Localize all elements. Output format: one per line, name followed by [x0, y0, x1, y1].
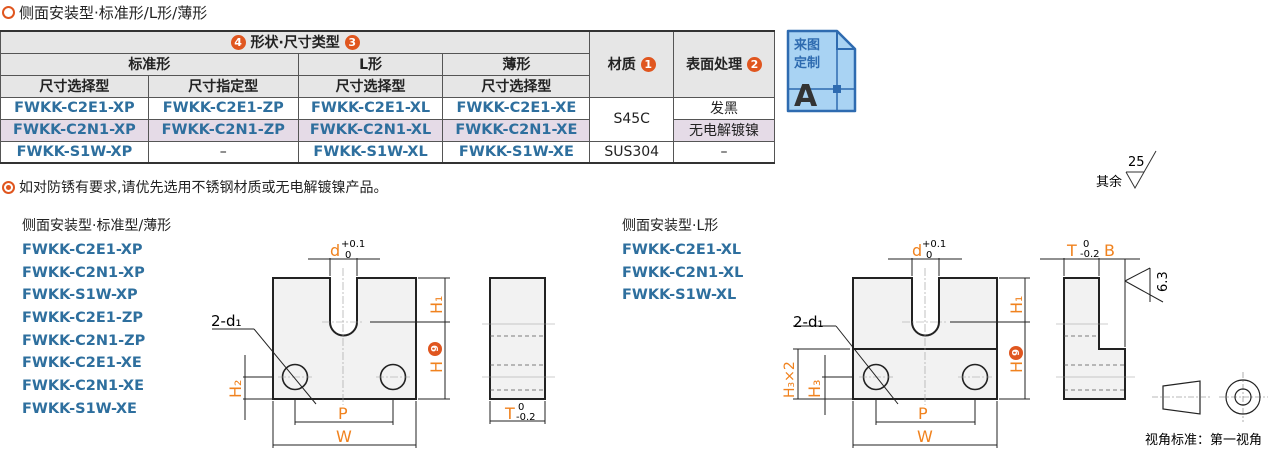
- list-item[interactable]: FWKK-S1W-XP: [22, 287, 138, 304]
- dim-w: W: [917, 427, 933, 446]
- dim-h3: H₃: [805, 380, 824, 398]
- material-header: 材质: [607, 57, 636, 74]
- tol-lower: 0: [926, 250, 932, 261]
- part-number: –: [147, 140, 299, 164]
- material-value: SUS304: [589, 140, 675, 164]
- tol-upper: +0.1: [922, 239, 946, 250]
- tol-lower: -0.2: [1080, 249, 1100, 260]
- tol-lower: -0.2: [516, 412, 536, 423]
- surface-roughness-symbol: 其余 25: [1096, 150, 1157, 190]
- badge-1: 1: [640, 57, 656, 73]
- surface-value: –: [673, 140, 775, 164]
- badge-6: 6: [1009, 349, 1020, 356]
- size-header: 尺寸选择型: [0, 74, 149, 98]
- tol-lower: 0: [345, 250, 351, 261]
- list-item[interactable]: FWKK-S1W-XE: [22, 400, 137, 417]
- dim-p: P: [918, 404, 928, 423]
- badge-2: 2: [746, 57, 762, 73]
- dim-t: T: [504, 404, 515, 423]
- view-standard: 视角标准：第一视角: [1145, 433, 1262, 448]
- badge-4: 4: [230, 35, 246, 51]
- surface-header: 表面处理: [686, 57, 743, 74]
- dim-h: H: [427, 361, 446, 373]
- badge-3: 3: [344, 35, 360, 51]
- roughness-label: 其余: [1096, 174, 1122, 190]
- surface-value: 发黑: [673, 96, 775, 120]
- left-title: 侧面安装型·标准型/薄形: [22, 218, 172, 234]
- right-part-list: FWKK-C2E1-XL FWKK-C2N1-XL FWKK-S1W-XL: [622, 242, 743, 310]
- material-value: S45C: [589, 96, 675, 142]
- part-number[interactable]: FWKK-C2E1-ZP: [147, 96, 299, 120]
- tol-upper: 0: [518, 402, 524, 413]
- list-item[interactable]: FWKK-C2N1-ZP: [22, 332, 146, 349]
- l-shape-side-view: [1063, 277, 1126, 400]
- custom-drawing-badge[interactable]: 来图 定制 A: [785, 29, 859, 115]
- dim-w: W: [336, 427, 352, 446]
- part-number[interactable]: FWKK-S1W-XL: [297, 140, 444, 164]
- part-number[interactable]: FWKK-S1W-XP: [0, 140, 149, 164]
- standard-front-view: [272, 277, 417, 400]
- left-part-list: FWKK-C2E1-XP FWKK-C2N1-XP FWKK-S1W-XP FWKK-…: [22, 242, 145, 424]
- list-item[interactable]: FWKK-C2E1-XE: [22, 355, 142, 372]
- dim-b: B: [1104, 241, 1115, 260]
- roughness-value: 25: [1128, 155, 1145, 170]
- part-number[interactable]: FWKK-C2E1-XE: [442, 96, 591, 120]
- right-title: 侧面安装型·L形: [622, 218, 719, 234]
- dim-hole: 2-d₁: [211, 312, 242, 330]
- part-number[interactable]: FWKK-C2N1-ZP: [147, 118, 299, 142]
- roughness-6-3: 6.3: [1156, 271, 1171, 292]
- dim-h1: H₁: [427, 296, 446, 314]
- badge-text: 定制: [793, 55, 820, 71]
- badge-letter: A: [794, 79, 818, 114]
- tol-upper: 0: [1083, 239, 1089, 250]
- tol-upper: +0.1: [341, 239, 365, 250]
- part-number[interactable]: FWKK-C2N1-XE: [442, 118, 591, 142]
- first-angle-projection-icon: [1162, 380, 1201, 415]
- dim-p: P: [338, 404, 348, 423]
- dim-h1: H₁: [1007, 296, 1026, 314]
- dim-d: d: [912, 241, 922, 260]
- group-header: 形状·尺寸类型: [250, 35, 340, 52]
- part-number[interactable]: FWKK-C2E1-XP: [0, 96, 149, 120]
- list-item[interactable]: FWKK-C2N1-XL: [622, 264, 744, 281]
- circle-bullet-icon: [2, 6, 15, 19]
- list-item[interactable]: FWKK-S1W-XL: [622, 287, 737, 304]
- shape-standard: 标准形: [0, 52, 299, 76]
- shape-thin: 薄形: [442, 52, 591, 76]
- list-item[interactable]: FWKK-C2E1-ZP: [22, 310, 144, 327]
- list-item[interactable]: FWKK-C2E1-XL: [622, 242, 742, 258]
- list-item[interactable]: FWKK-C2N1-XP: [22, 264, 145, 281]
- surface-value: 无电解镀镍: [673, 118, 775, 142]
- list-item[interactable]: FWKK-C2E1-XP: [22, 242, 143, 258]
- dim-h3x2: H₃×2: [782, 361, 798, 398]
- dim-h2: H₂: [226, 380, 245, 398]
- badge-6: 6: [428, 345, 439, 352]
- section-heading: 侧面安装型·标准形/L形/薄形: [2, 2, 207, 23]
- target-bullet-icon: [2, 180, 15, 194]
- dim-h: H: [1007, 361, 1026, 373]
- dim-t: T: [1066, 241, 1077, 260]
- standard-side-view: [489, 277, 546, 400]
- part-number[interactable]: FWKK-S1W-XE: [442, 140, 591, 164]
- badge-text: 来图: [793, 37, 820, 53]
- list-item[interactable]: FWKK-C2N1-XE: [22, 378, 145, 395]
- part-number[interactable]: FWKK-C2N1-XL: [297, 118, 444, 142]
- note: 如对防锈有要求,请优先选用不锈钢材质或无电解镀镍产品。: [2, 177, 387, 197]
- dim-d: d: [330, 241, 340, 260]
- dim-hole: 2-d₁: [793, 313, 824, 331]
- size-header: 尺寸选择型: [442, 74, 591, 98]
